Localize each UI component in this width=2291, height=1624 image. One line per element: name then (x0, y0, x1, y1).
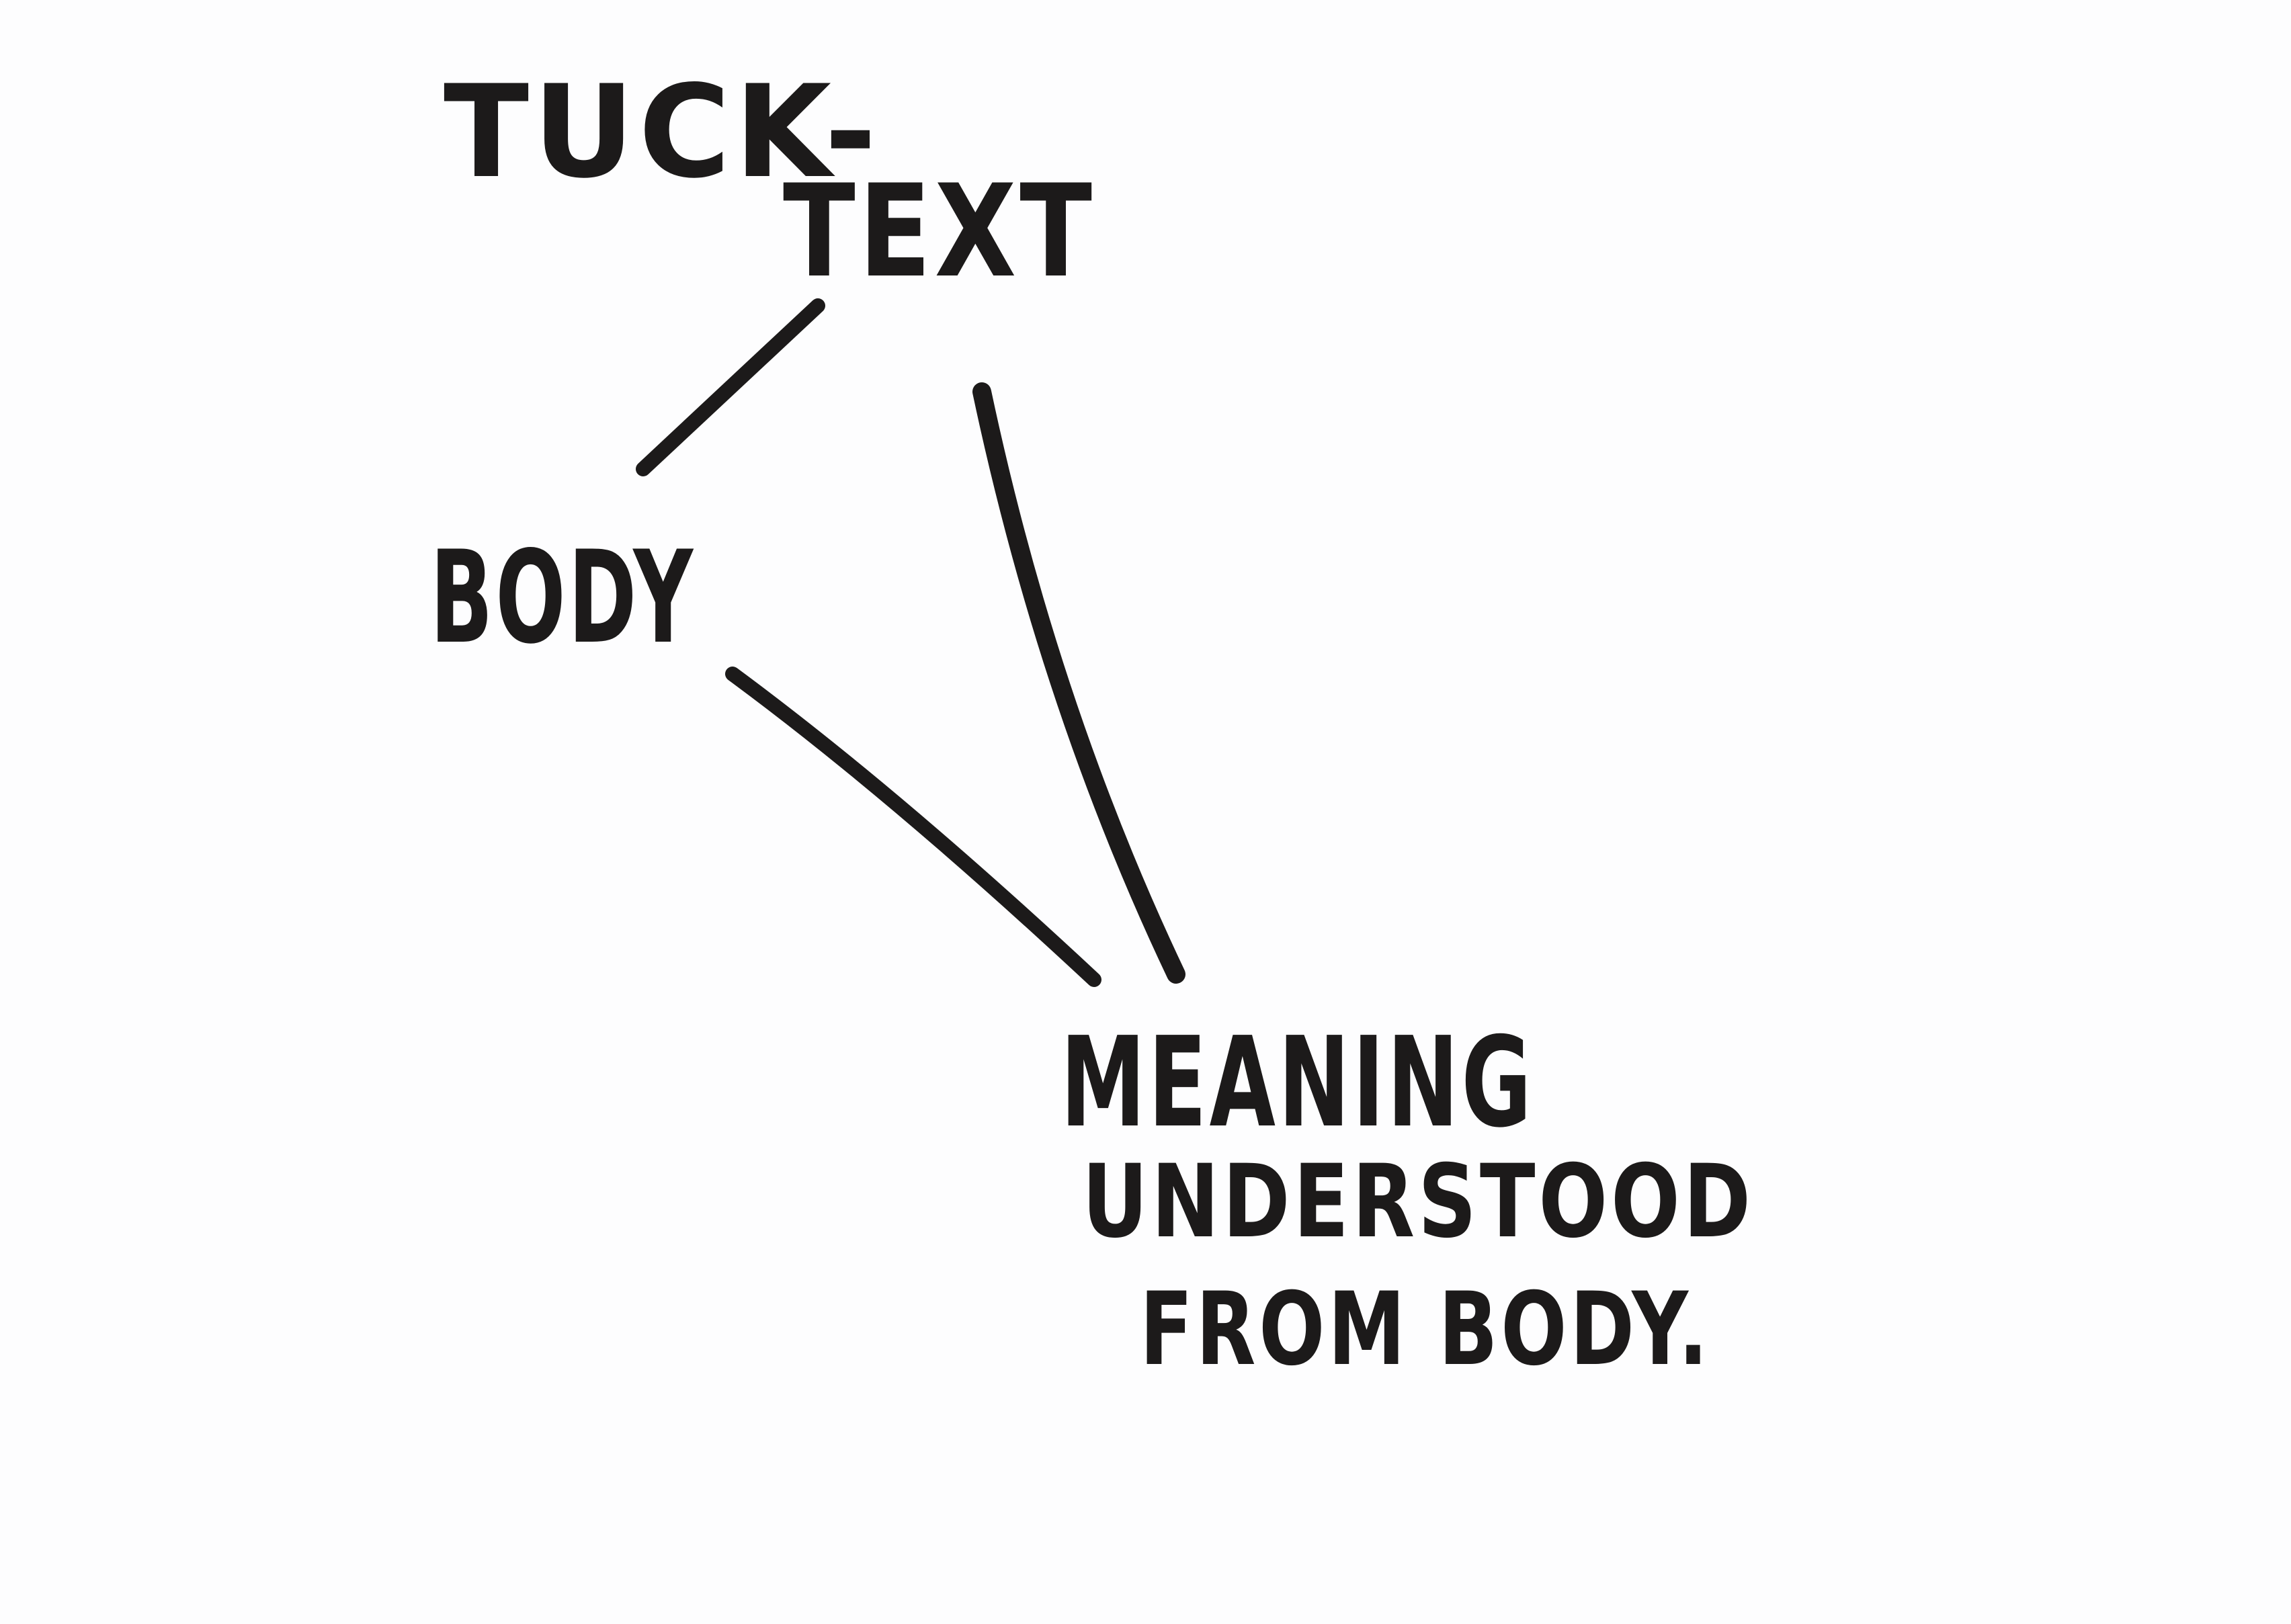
label-tuck: TUCK- (444, 58, 880, 206)
label-understood: UNDERSTOOD (1082, 1144, 1754, 1260)
connector-body-meaning (725, 667, 1101, 987)
label-meaning: MEANING (1060, 1010, 1534, 1155)
label-body: BODY (430, 523, 696, 672)
label-text: TEXT (783, 157, 1095, 306)
connector-text-meaning (972, 382, 1185, 984)
connector-text-body (636, 298, 825, 476)
label-from-body: FROM BODY. (1140, 1271, 1711, 1388)
